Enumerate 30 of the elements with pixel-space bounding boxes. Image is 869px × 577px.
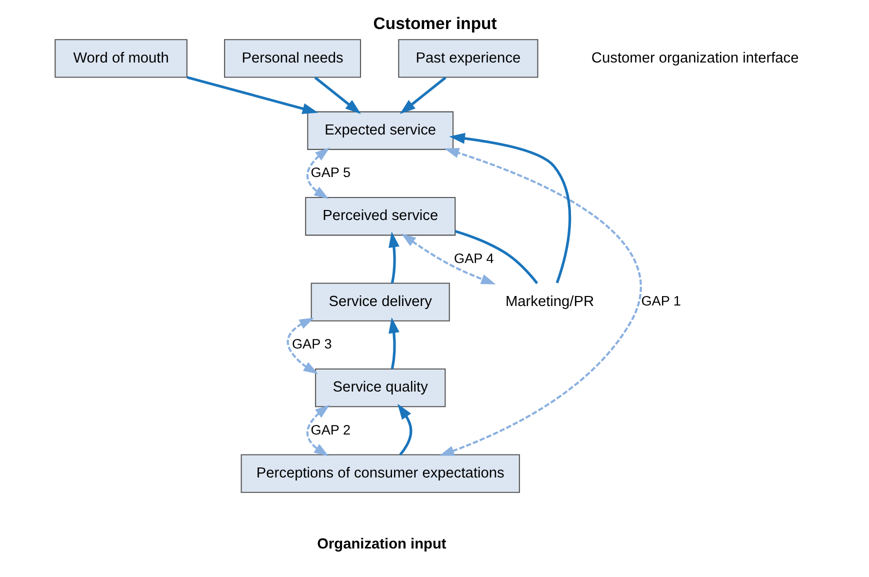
label: Customer organization interface — [590, 50, 798, 66]
node-box: Perceptions of consumer expectations — [240, 454, 520, 493]
edge-label: GAP 4 — [454, 250, 494, 266]
connector — [454, 230, 538, 284]
edge-label: GAP 3 — [291, 336, 332, 352]
node-box: Service delivery — [310, 282, 450, 322]
edge-label: GAP 2 — [310, 422, 350, 438]
arrow — [306, 404, 330, 456]
arrow — [448, 132, 571, 284]
arrow — [286, 318, 318, 374]
diagram-title: Customer input — [372, 14, 496, 33]
edge-label: GAP 1 — [640, 294, 680, 309]
node-box: Service quality — [314, 368, 446, 408]
node-text: Marketing/PR — [504, 294, 594, 310]
arrow — [186, 76, 318, 114]
arrow — [306, 148, 330, 200]
arrow — [388, 232, 399, 284]
node-box: Past experience — [398, 39, 538, 78]
arrow — [388, 317, 399, 370]
node-box: Perceived service — [304, 197, 456, 236]
caption: Organization input — [316, 536, 446, 553]
arrow — [397, 404, 412, 456]
edge-label: GAP 5 — [310, 165, 350, 180]
node-box: Word of mouth — [54, 39, 187, 78]
node-box: Expected service — [306, 111, 454, 150]
arrow — [314, 76, 360, 114]
node-box: Personal needs — [224, 39, 361, 78]
arrow — [438, 148, 641, 456]
arrow — [400, 234, 496, 284]
arrow — [399, 76, 446, 114]
